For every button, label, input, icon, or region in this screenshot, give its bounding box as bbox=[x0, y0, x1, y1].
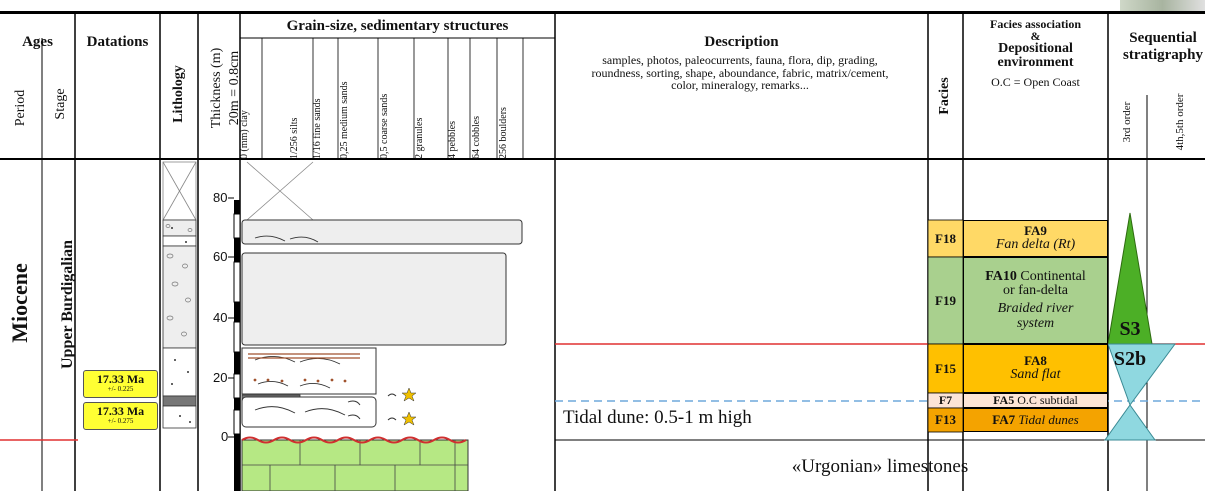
fa-env: Sand flat bbox=[1010, 366, 1061, 382]
facies-code-f13: F13 bbox=[935, 412, 956, 428]
thickness-header-1: Thickness (m) bbox=[209, 47, 224, 129]
map-thumbnail bbox=[1120, 0, 1205, 12]
fa-env: Fan delta (Rt) bbox=[995, 236, 1076, 252]
facies-assoc-fa9: FA9 Fan delta (Rt) bbox=[963, 220, 1108, 257]
seq-header-line1: Sequential bbox=[1129, 30, 1197, 46]
top-border bbox=[0, 11, 1205, 14]
sequence-s2b-label: S2b bbox=[1113, 348, 1147, 370]
erosion-surface bbox=[241, 436, 467, 444]
facies-code-f15: F15 bbox=[935, 360, 956, 376]
litho-sand bbox=[162, 347, 197, 397]
datation-error: +/- 0.225 bbox=[107, 385, 134, 393]
fa-env: system bbox=[1016, 315, 1055, 331]
fa10-head: FA10 Continental bbox=[985, 268, 1086, 285]
stage-header: Stage bbox=[53, 88, 68, 120]
fa-code: FA9 bbox=[1024, 223, 1047, 239]
grain-size-label: 0,5 coarse sands bbox=[379, 93, 390, 159]
lithology-header: Lithology bbox=[171, 65, 186, 123]
fa-header-line1: Facies association bbox=[990, 17, 1081, 31]
litho-conglomerate-main bbox=[162, 245, 197, 349]
fa-code: FA7 bbox=[992, 412, 1016, 427]
datation-age: 17.33 Ma bbox=[96, 404, 145, 418]
datation-badge-1: 17.33 Ma +/- 0.225 bbox=[83, 370, 158, 398]
fa-header-line4: environment bbox=[997, 55, 1074, 70]
datation-badge-2: 17.33 Ma +/- 0.275 bbox=[83, 402, 158, 430]
bed-sand-flat bbox=[241, 347, 377, 395]
description-subheader: samples, photos, paleocurrents, fauna, f… bbox=[591, 53, 889, 93]
bed-tidal-dune bbox=[241, 396, 377, 428]
sequence-s3-label: S3 bbox=[1119, 318, 1141, 340]
sequential-header: Sequential stratigraphy bbox=[1108, 30, 1205, 63]
facies-assoc-fa8: FA8 Sand flat bbox=[963, 344, 1108, 393]
thickness-tick-80: 80 bbox=[213, 190, 228, 205]
fa-header-line2: & bbox=[1030, 29, 1041, 43]
fa-env: or fan-delta bbox=[1003, 283, 1068, 299]
bed-thin-conglomerate bbox=[241, 219, 523, 245]
fa-code: FA10 bbox=[985, 268, 1017, 284]
fa-header-line3: Depositional bbox=[998, 41, 1073, 56]
litho-conglomerate-top bbox=[162, 219, 197, 237]
facies-code-f19: F19 bbox=[935, 292, 956, 308]
bed-thick-conglomerate bbox=[241, 252, 507, 346]
facies-header: Facies bbox=[937, 77, 952, 115]
facies-code-f7: F7 bbox=[938, 393, 953, 408]
order3-header: 3rd order bbox=[1121, 101, 1133, 143]
facies-association-header: Facies association & Depositional enviro… bbox=[963, 18, 1108, 88]
thickness-tick-20: 20 bbox=[213, 370, 228, 385]
fa-env: Braided river bbox=[997, 301, 1074, 316]
fa-header-sub: O.C = Open Coast bbox=[991, 75, 1080, 89]
stage-label: Upper Burdigalian bbox=[59, 239, 76, 369]
facies-code-f18: F18 bbox=[935, 230, 956, 246]
grain-size-label: 1/16 fine sands bbox=[312, 98, 323, 159]
thickness-tick-40: 40 bbox=[213, 310, 228, 325]
bed-limestone bbox=[241, 439, 469, 491]
fa-code: FA5 bbox=[993, 393, 1015, 407]
fa-env: O.C subtidal bbox=[1017, 393, 1078, 407]
fa-code: FA8 bbox=[1024, 353, 1047, 369]
seq-header-line2: stratigraphy bbox=[1123, 46, 1203, 63]
sequence-s2b-triangle bbox=[1107, 343, 1176, 407]
datation-error: +/- 0.275 bbox=[107, 417, 134, 425]
thickness-tick-60: 60 bbox=[213, 249, 228, 264]
thickness-tick-0: 0 bbox=[221, 429, 229, 444]
tidal-dune-description: Tidal dune: 0.5-1 m high bbox=[563, 407, 752, 428]
fa-env: Tidal dunes bbox=[1018, 412, 1079, 427]
grain-size-header: Grain-size, sedimentary structures bbox=[286, 18, 509, 34]
grain-size-label: 0,25 medium sands bbox=[339, 81, 350, 160]
order45-header: 4th,5th order bbox=[1174, 93, 1186, 151]
litho-mud bbox=[162, 395, 197, 407]
urgonian-description: «Urgonian» limestones bbox=[791, 456, 969, 477]
period-header: Period bbox=[13, 89, 28, 127]
grain-size-label: 256 boulders bbox=[498, 107, 509, 159]
grain-size-label: 64 cobbles bbox=[471, 115, 482, 159]
description-header: Description bbox=[704, 34, 779, 50]
datations-header: Datations bbox=[86, 34, 149, 50]
fa-env: Continental bbox=[1020, 268, 1086, 284]
grain-size-label: 1/256 silts bbox=[289, 117, 300, 159]
datation-age: 17.33 Ma bbox=[96, 372, 145, 386]
ages-header: Ages bbox=[22, 34, 53, 50]
facies-assoc-fa10: FA10 Continental or fan-delta Braided ri… bbox=[963, 257, 1108, 344]
grain-size-label: 0 (mm) clay bbox=[239, 110, 250, 159]
grain-size-label: 2 granules bbox=[414, 117, 425, 159]
facies-assoc-fa5: FA5 O.C subtidal bbox=[963, 393, 1108, 408]
facies-assoc-fa7: FA7 Tidal dunes bbox=[963, 408, 1108, 432]
period-label: Miocene bbox=[7, 263, 32, 343]
grain-size-label: 4 pebbles bbox=[447, 120, 458, 159]
